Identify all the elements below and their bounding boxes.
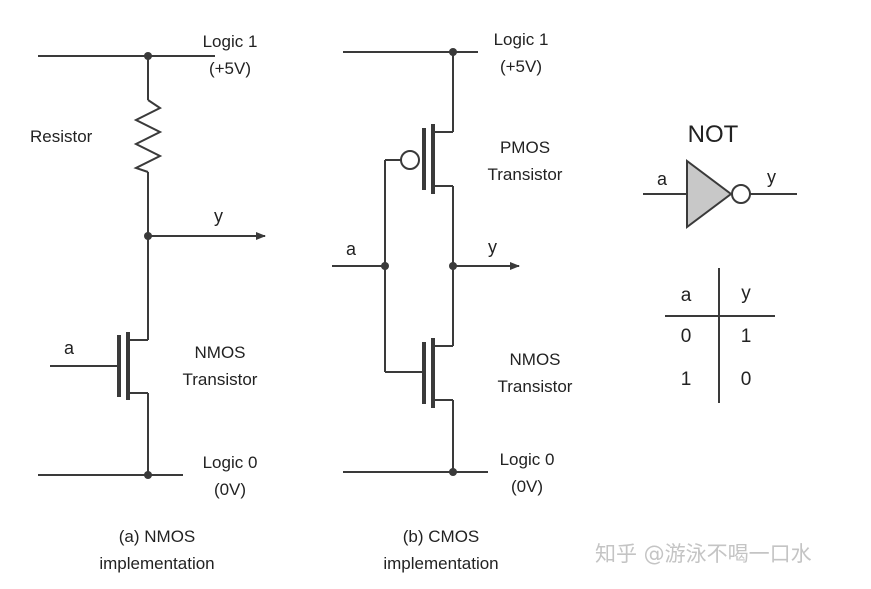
caption-line2: implementation [99,554,214,573]
watermark: 知乎 @游泳不喝一口水 [595,542,812,566]
not-gate-triangle [686,159,733,229]
table-cell: 1 [681,369,692,390]
table-cell: 1 [741,326,752,347]
vdd-label-line2: (+5V) [500,57,542,76]
gnd-node [144,471,152,479]
not-gate-title: NOT [688,121,739,148]
pmos-inversion-bubble [400,150,420,170]
table-header-a: a [681,285,692,306]
gnd-node [449,468,457,476]
vdd-label-line1: Logic 1 [203,32,258,51]
vdd-label-line1: Logic 1 [494,30,549,49]
input-label: a [346,239,357,259]
transistor-label-line2: Transistor [183,370,258,389]
resistor-label: Resistor [30,127,93,146]
caption-line1: (a) NMOS [119,527,196,546]
input-node [381,262,389,270]
not-gate-bubble [731,184,751,204]
resistor [133,99,163,173]
nmos-label-line2: Transistor [498,377,573,396]
input-label: a [64,338,75,358]
vdd-label-line2: (+5V) [209,59,251,78]
gnd-label-line2: (0V) [511,477,543,496]
cmos-implementation [332,48,520,476]
caption-line1: (b) CMOS [403,527,480,546]
table-cell: 0 [681,326,692,347]
nmos-label-line1: NMOS [510,350,561,369]
not-gate-output-label: y [767,167,776,187]
caption-line2: implementation [383,554,498,573]
output-label: y [214,206,223,226]
cmos-labels: Logic 1 (+5V) PMOS Transistor a y NMOS T… [346,30,573,573]
not-gate-input-label: a [657,169,668,189]
gnd-label-line1: Logic 0 [500,450,555,469]
gnd-label-line2: (0V) [214,480,246,499]
table-cell: 0 [741,369,752,390]
gnd-label-line1: Logic 0 [203,453,258,472]
pmos-label-line2: Transistor [488,165,563,184]
output-label: y [488,237,497,257]
transistor-label-line1: NMOS [195,343,246,362]
pmos-label-line1: PMOS [500,138,550,157]
table-header-y: y [741,283,751,304]
not-gate-symbol [643,159,797,229]
nmos-labels: Logic 1 (+5V) Resistor y a NMOS Transist… [30,32,258,573]
truth-table: a y 0 1 1 0 [665,268,775,403]
nmos-implementation [38,52,266,479]
